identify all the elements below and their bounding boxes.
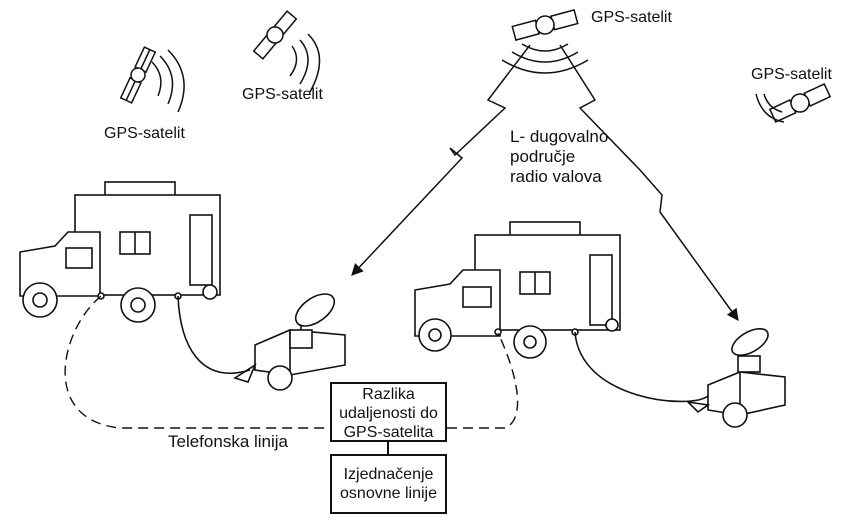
baseline-adjustment-line1: Izjednačenje (343, 466, 434, 483)
cable-truck-right-to-dish (574, 331, 709, 403)
radio-wave-note-line3: radio valova (510, 167, 602, 186)
satellite-label-left: GPS-satelit (104, 125, 185, 142)
survey-truck-right (414, 221, 621, 359)
dish-trailer-right (685, 327, 786, 428)
distance-difference-line1: Razlika (362, 386, 415, 403)
baseline-adjustment-line2: osnovne linije (340, 485, 437, 502)
satellite-label-top-center: GPS-satelit (591, 9, 672, 26)
baseline-adjustment-box: Izjednačenje osnovne linije (330, 454, 447, 514)
satellite-icon-top-right (755, 82, 832, 124)
telephone-line-label: Telefonska linija (168, 432, 289, 451)
distance-difference-box: Razlika udaljenosti do GPS-satelita (330, 382, 447, 442)
survey-truck-left (19, 181, 221, 323)
radio-wave-note: L- dugovalno područje radio valova (510, 127, 608, 187)
satellite-label-mid-left: GPS-satelit (242, 86, 323, 103)
satellite-icon-top-center (501, 9, 589, 74)
radio-wave-note-line2: područje (510, 147, 576, 166)
telephone-line (64, 295, 519, 429)
radio-wave-note-line1: L- dugovalno (510, 127, 609, 146)
distance-difference-line3: GPS-satelita (343, 424, 434, 441)
satellite-icon-left (119, 46, 185, 113)
signal-line-left (351, 44, 531, 276)
signal-line-right (559, 44, 739, 321)
satellite-label-top-right: GPS-satelit (751, 66, 832, 83)
cable-truck-left-to-dish (177, 295, 251, 374)
dish-trailer-left (233, 293, 346, 391)
distance-difference-line2: udaljenosti do (339, 405, 438, 422)
satellite-icon-mid-left (252, 10, 321, 93)
